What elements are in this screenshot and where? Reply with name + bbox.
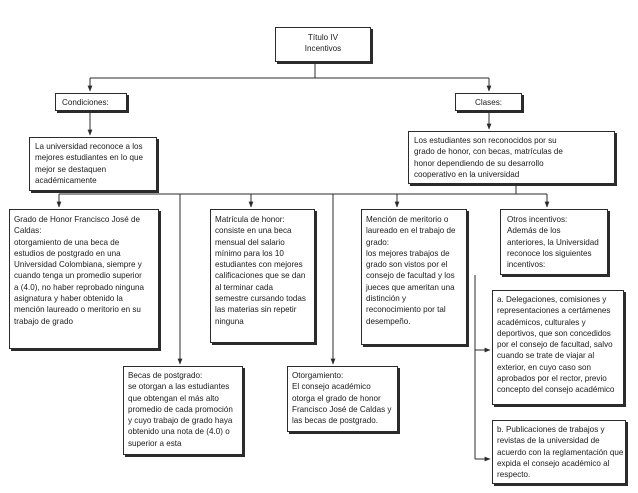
clases-label-box: Clases:	[455, 93, 522, 111]
title-line-2: Incentivos	[304, 44, 342, 54]
title-box: Título IV Incentivos	[275, 27, 371, 62]
mencion-text: Mención de meritorio o laureado en el tr…	[366, 215, 456, 326]
otorgamiento-text: Otorgamiento: El consejo académico otorg…	[292, 371, 392, 426]
clases-label: Clases:	[475, 98, 502, 107]
otros-b-box: b. Publicaciones de trabajos y revistas …	[492, 420, 626, 484]
clases-text-box: Los estudiantes son reconocidos por su g…	[408, 131, 615, 184]
grado-honor-box: Grado de Honor Francisco José de Caldas:…	[9, 209, 159, 349]
matricula-honor-box: Matrícula de honor: consiste en una beca…	[210, 209, 315, 343]
mencion-box: Mención de meritorio o laureado en el tr…	[361, 209, 467, 345]
otorgamiento-box: Otorgamiento: El consejo académico otorg…	[287, 366, 398, 432]
otros-a-box: a. Delegaciones, comisiones y representa…	[492, 290, 624, 405]
condiciones-label-box: Condiciones:	[55, 93, 127, 111]
condiciones-text: La universidad reconoce a los mejores es…	[35, 142, 143, 185]
otros-incentivos-text: Otros incentivos: Además de los anterior…	[507, 215, 599, 270]
condiciones-label: Condiciones:	[62, 98, 109, 107]
title-line-1: Título IV	[307, 33, 339, 42]
otros-incentivos-box: Otros incentivos: Además de los anterior…	[500, 209, 608, 275]
clases-text: Los estudiantes son reconocidos por su g…	[414, 136, 563, 179]
otros-a-text: a. Delegaciones, comisiones y representa…	[497, 295, 615, 395]
condiciones-text-box: La universidad reconoce a los mejores es…	[29, 137, 157, 191]
becas-postgrado-text: Becas de postgrado: se otorgan a las est…	[128, 371, 233, 448]
matricula-honor-text: Matrícula de honor: consiste en una beca…	[215, 215, 306, 326]
otros-b-text: b. Publicaciones de trabajos y revistas …	[497, 425, 624, 480]
grado-honor-text: Grado de Honor Francisco José de Caldas:…	[14, 215, 145, 326]
becas-postgrado-box: Becas de postgrado: se otorgan a las est…	[123, 366, 243, 455]
